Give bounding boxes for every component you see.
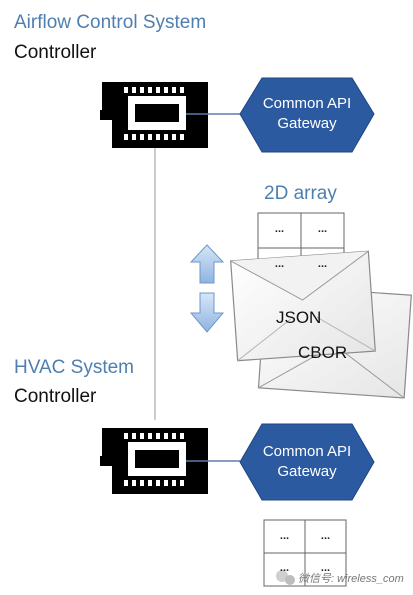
wechat-icon [276,570,295,585]
hvac-controller-label: Controller [14,386,97,407]
array-cell: ... [279,562,290,574]
array-cell: ... [317,223,328,235]
down-arrow [189,292,225,333]
top-gateway-line2: Gateway [277,115,337,132]
bottom-gateway-hexagon [239,423,375,501]
json-label: JSON [276,308,322,327]
array-cell: ... [320,562,331,574]
bottom-gateway-label: Common API Gateway [240,442,374,482]
top-controller-chip [100,82,208,148]
airflow-controller-label: Controller [14,42,97,63]
bottom-controller-chip [100,428,208,494]
array-cell: ... [279,530,290,542]
array-cell: ... [274,223,285,235]
top-gateway-label: Common API Gateway [240,94,374,134]
array-label: 2D array [264,183,337,204]
watermark-text: 微信号: wireless_com [298,573,404,585]
cbor-label: CBOR [298,343,348,362]
top-gateway-line1: Common API [262,95,352,112]
array-cell: ... [317,258,328,270]
array-cell: ... [320,530,331,542]
airflow-system-title: Airflow Control System [14,12,207,33]
json-envelope [230,250,376,362]
array-cell: ... [274,258,285,270]
bottom-gateway-line1: Common API [262,443,352,460]
bottom-gateway-line2: Gateway [277,463,337,480]
up-arrow [189,244,225,284]
top-gateway-hexagon [239,77,375,153]
hvac-system-title: HVAC System [14,357,135,378]
